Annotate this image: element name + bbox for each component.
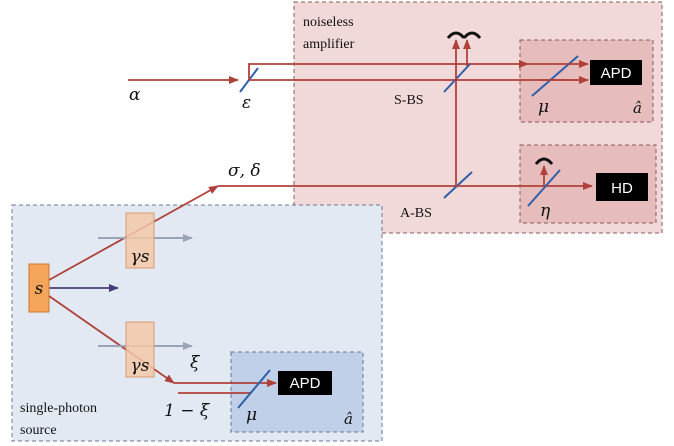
amplifier-title-1: noiseless [303, 15, 354, 30]
apd-top-detector [590, 60, 642, 85]
epsilon-reflected-beam [248, 60, 529, 80]
sigma-delta-label: σ, δ [228, 161, 261, 181]
detector-arc-right [462, 31, 482, 39]
attenuator-gamma-s-top [125, 212, 155, 269]
a-hat-bottom: â [344, 410, 353, 428]
mu-bottom-label: μ [246, 405, 257, 425]
a-hat-top: â [633, 99, 642, 117]
apd-bottom-detector [278, 371, 332, 395]
amplifier-title-2: amplifier [303, 37, 355, 52]
apd-top-label: APD [601, 65, 632, 82]
gamma-s-top-label: γs [131, 247, 150, 267]
xi-label: ξ [190, 353, 201, 373]
alpha-label: α [129, 85, 141, 105]
a-bs-beamsplitter [443, 171, 473, 199]
epsilon-label: ε [242, 93, 251, 113]
crystal-s [28, 263, 50, 313]
source-title-1: single-photon [20, 401, 97, 416]
eta-label: η [540, 201, 551, 221]
a-bs-label: A-BS [400, 206, 432, 221]
eta-beamsplitter [527, 169, 561, 207]
eta-detector-arc [534, 157, 554, 165]
s-bs-beamsplitter [443, 63, 471, 93]
gamma-s-bottom-label: γs [131, 356, 150, 376]
one-minus-xi-label: 1 − ξ [164, 401, 211, 421]
mu-top-beamsplitter [531, 55, 579, 97]
apd-bottom-label: APD [290, 375, 321, 392]
mu-top-label: μ [538, 97, 549, 117]
attenuator-gamma-s-bottom [125, 321, 155, 378]
detector-arc-left [446, 31, 466, 39]
hd-detector [596, 173, 648, 201]
mu-bottom-beamsplitter [237, 369, 271, 409]
s-bs-label: S-BS [394, 93, 424, 108]
hd-label: HD [611, 180, 633, 197]
source-title-2: source [20, 423, 57, 438]
s-label: s [35, 279, 44, 299]
